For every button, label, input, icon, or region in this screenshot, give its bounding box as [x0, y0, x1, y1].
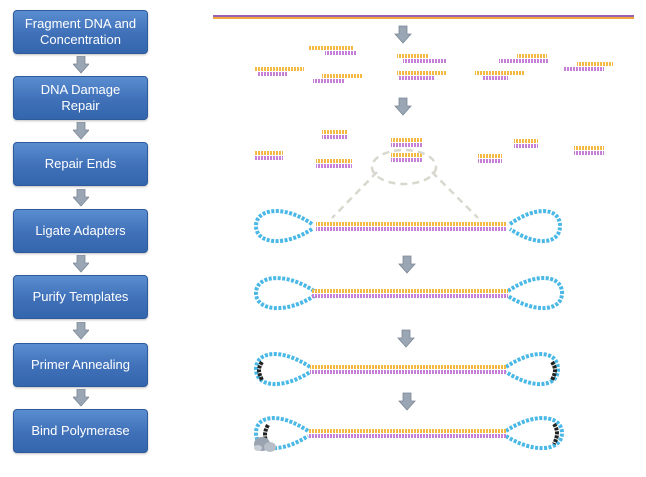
- dna-fragment: [397, 54, 447, 63]
- repaired-fragments: [254, 130, 604, 168]
- down-arrow-icon: [73, 122, 89, 140]
- smrtbell-template-ligated: [253, 209, 563, 244]
- primer-right: [550, 360, 557, 381]
- genomic-dna-strand: [213, 15, 634, 19]
- down-arrow-icon: [73, 389, 89, 407]
- step-repair-ends: Repair Ends: [13, 142, 148, 186]
- dna-fragment: [574, 146, 604, 155]
- zoom-callout: [331, 148, 479, 219]
- step-dna-damage-repair: DNA Damage Repair: [13, 76, 148, 120]
- down-arrow-icon: [73, 56, 89, 74]
- step-bind-polymerase: Bind Polymerase: [13, 409, 148, 453]
- dna-fragment: [475, 71, 525, 80]
- step-label: Bind Polymerase: [31, 423, 130, 438]
- primer-left: [257, 360, 264, 381]
- down-arrow-icon: [73, 255, 89, 273]
- step-purify-templates: Purify Templates: [13, 275, 148, 319]
- step-label: Purify Templates: [32, 289, 129, 304]
- down-arrow-icon: [398, 255, 416, 274]
- dna-fragment: [254, 151, 283, 160]
- dna-fragment: [309, 46, 357, 55]
- dna-fragment: [478, 154, 502, 163]
- step-label: Repair Ends: [44, 156, 117, 171]
- down-arrow-icon: [73, 322, 89, 340]
- down-arrow-icon: [394, 25, 412, 44]
- fragmented-dna: [255, 46, 613, 83]
- dna-fragment: [563, 62, 613, 71]
- smrtbell-template-purified: [253, 276, 565, 311]
- dna-fragment: [514, 139, 538, 148]
- dna-fragment: [391, 153, 423, 162]
- dna-fragment: [316, 159, 352, 168]
- step-primer-annealing: Primer Annealing: [13, 343, 148, 387]
- dna-fragment: [499, 54, 549, 63]
- dna-fragment: [313, 74, 362, 83]
- down-arrow-icon: [394, 97, 412, 116]
- dna-fragment: [255, 67, 304, 76]
- polymerase-icon: [254, 437, 276, 452]
- step-label: DNA Damage Repair: [40, 82, 121, 113]
- down-arrow-icon: [73, 189, 89, 207]
- step-ligate-adapters: Ligate Adapters: [13, 209, 148, 253]
- smrtbell-template-polymerase: [253, 416, 565, 452]
- smrtbell-template-primed: [253, 352, 561, 387]
- primer-right: [552, 422, 559, 445]
- step-label: Ligate Adapters: [35, 223, 126, 238]
- step-label: Fragment DNA and Concentration: [24, 16, 137, 47]
- dna-fragment: [322, 130, 348, 139]
- dna-fragment: [391, 138, 423, 147]
- step-fragment-dna: Fragment DNA and Concentration: [13, 10, 148, 54]
- down-arrow-icon: [397, 329, 415, 348]
- dna-fragment: [397, 71, 447, 80]
- down-arrow-icon: [398, 392, 416, 411]
- step-label: Primer Annealing: [31, 357, 130, 372]
- diagram-arrows: [394, 25, 416, 411]
